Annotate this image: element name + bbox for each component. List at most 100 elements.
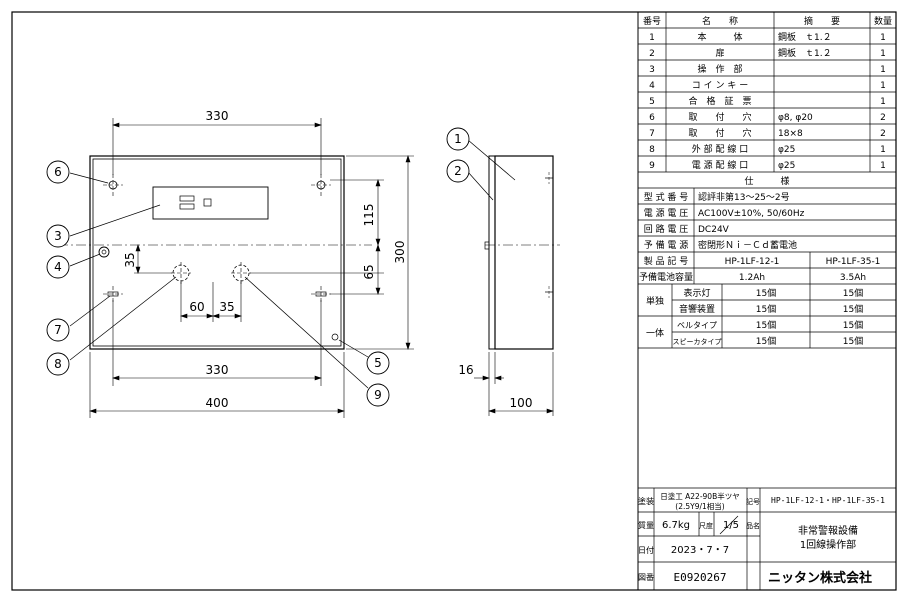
header-name: 名 称: [702, 15, 738, 27]
spec-row-model: 型 式 番 号認評非第13～25～2号: [644, 191, 790, 203]
svg-text:扉: 扉: [715, 47, 724, 59]
group-label: 一体: [646, 327, 664, 339]
svg-text:1: 1: [454, 132, 462, 146]
dim-right-300: 300: [393, 241, 407, 264]
name-label: 品名: [746, 521, 760, 530]
svg-text:φ25: φ25: [778, 161, 795, 171]
side-dimension-labels: 16 100: [458, 363, 532, 410]
mass-value: 6.7kg: [662, 520, 690, 531]
spec-row-battery-type: 予 備 電 源密閉形Ｎｉ－Ｃｄ蓄電池: [644, 239, 797, 251]
svg-text:5: 5: [649, 97, 655, 107]
dim-bottom-330: 330: [206, 363, 229, 377]
coin-key: [98, 246, 110, 258]
front-inner-frame: [92, 158, 342, 347]
callout-circles: 6 3 4 7 8 5 9 1 2: [46, 127, 470, 407]
svg-text:ベルタイプ: ベルタイプ: [677, 321, 717, 330]
svg-text:15個: 15個: [756, 287, 776, 299]
svg-text:予 備 電 源: 予 備 電 源: [644, 239, 689, 251]
callout-3: 3: [46, 224, 70, 248]
side-view: [474, 155, 560, 416]
dim-right-65: 65: [362, 264, 376, 279]
callout-6: 6: [46, 160, 70, 184]
date-label: 日付: [638, 545, 654, 555]
dim-bottom-400: 400: [206, 396, 229, 410]
svg-text:15個: 15個: [843, 303, 863, 315]
operation-panel: [152, 186, 269, 220]
dim-right-115: 115: [362, 204, 376, 227]
dim-side-100: 100: [510, 396, 533, 410]
svg-text:7: 7: [54, 323, 62, 337]
code-label: 記号: [746, 497, 760, 506]
svg-text:φ8, φ20: φ8, φ20: [778, 113, 813, 123]
svg-text:3.5Ah: 3.5Ah: [840, 273, 866, 283]
front-view: [58, 155, 372, 350]
callout-8: 8: [46, 352, 70, 376]
svg-text:15個: 15個: [756, 335, 776, 347]
callout-4: 4: [46, 255, 70, 279]
paint-label: 塗装: [638, 496, 654, 506]
svg-text:表示灯: 表示灯: [683, 287, 710, 299]
callout-1: 1: [446, 127, 470, 151]
svg-text:8: 8: [649, 145, 655, 155]
svg-text:1: 1: [880, 145, 886, 155]
svg-text:鋼板 ｔ1.２: 鋼板 ｔ1.２: [778, 47, 832, 59]
front-dimension-labels: 330 330 400 115 65 300 35 60 35: [123, 109, 407, 410]
power-wiring-hole: [231, 262, 251, 284]
svg-text:15個: 15個: [843, 319, 863, 331]
paint-sub: (2.5Y9/1相当): [675, 501, 725, 511]
svg-text:外 部 配 線 口: 外 部 配 線 口: [692, 143, 748, 155]
name-line-1: 非常警報設備: [798, 524, 858, 537]
title-block: 塗装 日塗工 A22-90B半ツヤ (2.5Y9/1相当) 記号 HP-1LF-…: [638, 491, 885, 586]
svg-text:2: 2: [454, 164, 462, 178]
callout-7: 7: [46, 318, 70, 342]
svg-text:15個: 15個: [756, 303, 776, 315]
svg-text:予備電池容量: 予備電池容量: [639, 271, 693, 283]
svg-text:製 品 記 号: 製 品 記 号: [644, 255, 689, 267]
svg-text:2: 2: [880, 113, 886, 123]
panel-switch-top: [179, 195, 195, 202]
mount-hole-top-left: [103, 174, 123, 196]
company-name: ニッタン株式会社: [768, 570, 872, 586]
svg-text:HP-1LF-35-1: HP-1LF-35-1: [826, 257, 881, 267]
external-wiring-hole: [171, 262, 191, 284]
svg-text:コ イ ン キ ー: コ イ ン キ ー: [692, 81, 748, 91]
svg-text:1: 1: [880, 65, 886, 75]
svg-text:合 格 証 票: 合 格 証 票: [688, 95, 751, 107]
front-dimensions: [89, 118, 414, 418]
svg-text:1: 1: [880, 49, 886, 59]
header-qty: 数量: [874, 15, 892, 27]
dim-35: 35: [219, 300, 234, 314]
svg-text:DC24V: DC24V: [698, 225, 730, 235]
spec-row-battery-capacity: 予備電池容量 1.2Ah 3.5Ah: [639, 271, 866, 283]
svg-text:操 作 部: 操 作 部: [697, 63, 742, 75]
drawing-label: 図番: [638, 572, 654, 582]
svg-text:1: 1: [649, 33, 655, 43]
side-body: [494, 155, 554, 350]
svg-text:HP-1LF-12-1: HP-1LF-12-1: [725, 257, 780, 267]
scale-value: 1/5: [723, 520, 739, 531]
svg-text:1: 1: [880, 33, 886, 43]
panel-switch-bottom: [179, 203, 195, 210]
callout-5: 5: [366, 351, 390, 375]
svg-text:1: 1: [880, 81, 886, 91]
svg-text:1.2Ah: 1.2Ah: [739, 273, 765, 283]
svg-text:6: 6: [54, 165, 62, 179]
mount-hole-bottom-right: [311, 286, 331, 302]
svg-text:4: 4: [649, 81, 655, 91]
svg-text:8: 8: [54, 357, 62, 371]
svg-text:15個: 15個: [843, 335, 863, 347]
svg-text:18×8: 18×8: [778, 129, 803, 139]
spec-row-circuit: 回 路 電 圧 DC24V: [644, 223, 730, 235]
svg-text:取 付 穴: 取 付 穴: [688, 111, 751, 123]
svg-text:回 路 電 圧: 回 路 電 圧: [644, 223, 689, 235]
svg-text:φ25: φ25: [778, 145, 795, 155]
